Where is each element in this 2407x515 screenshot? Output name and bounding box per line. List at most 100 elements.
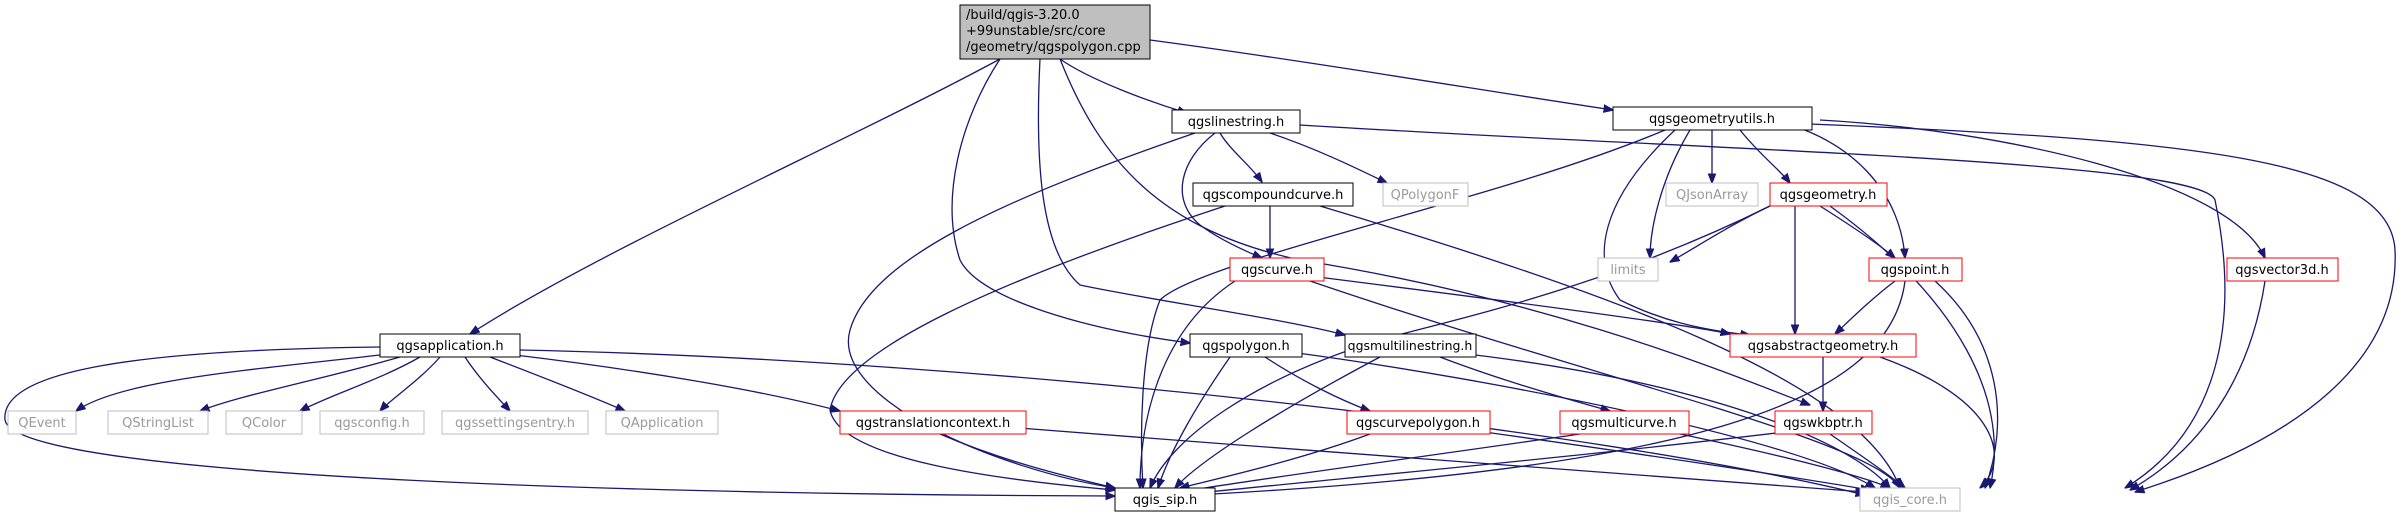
node-qgsgeometryutils[interactable]: qgsgeometryutils.h — [1612, 106, 1813, 131]
edge-root-application — [470, 58, 1001, 334]
svg-text:qgsgeometry.h: qgsgeometry.h — [1780, 188, 1877, 203]
svg-text:QEvent: QEvent — [18, 416, 65, 431]
edge-root-polygon — [951, 58, 1190, 343]
edge-root-linestring — [1059, 58, 1187, 113]
svg-text:qgspoint.h: qgspoint.h — [1881, 263, 1950, 278]
node-qcolor[interactable]: QColor — [225, 410, 303, 435]
node-qgsabstractgeometry[interactable]: qgsabstractgeometry.h — [1729, 333, 1917, 358]
edge-application-qevent — [76, 354, 381, 411]
node-qgsmulticurve[interactable]: qgsmulticurve.h — [1559, 410, 1690, 435]
svg-text:QApplication: QApplication — [621, 416, 704, 431]
node-qgsmultilinestring[interactable]: qgsmultilinestring.h — [1344, 333, 1477, 358]
dependency-edges — [4, 39, 2396, 496]
svg-text:qgscurvepolygon.h: qgscurvepolygon.h — [1356, 416, 1480, 431]
edge-root-geomutils — [1149, 39, 1613, 110]
edge-multiline-core — [1449, 351, 1890, 488]
svg-text:QStringList: QStringList — [122, 416, 194, 431]
edge-wkbptr-core — [1829, 433, 1905, 488]
node-qevent[interactable]: QEvent — [7, 410, 77, 435]
root-line-3: /geometry/qgspolygon.cpp — [966, 40, 1141, 55]
edge-multicurve-sip — [1180, 433, 1581, 492]
svg-text:qgscompoundcurve.h: qgscompoundcurve.h — [1203, 188, 1344, 203]
edge-linestring-qpolygonf — [1269, 132, 1387, 183]
node-qgswkbptr[interactable]: qgswkbptr.h — [1774, 410, 1873, 435]
svg-text:qgspolygon.h: qgspolygon.h — [1202, 339, 1290, 354]
edge-multiline-sip — [1175, 356, 1381, 488]
svg-text:qgswkbptr.h: qgswkbptr.h — [1783, 416, 1863, 431]
edge-geomutils-core — [1809, 123, 2396, 492]
svg-text:qgsmultilinestring.h: qgsmultilinestring.h — [1348, 338, 1473, 353]
node-qjsonarray[interactable]: QJsonArray — [1665, 182, 1759, 207]
edge-linestring-core — [1299, 124, 2226, 488]
edge-qgscurve-abstractgeom — [1309, 275, 1730, 334]
edge-translation-core — [979, 424, 1865, 492]
edge-geomutils-limits — [1650, 129, 1691, 258]
edge-geomutils-vector3d — [1819, 119, 2265, 258]
node-qpolygonf[interactable]: QPolygonF — [1382, 182, 1469, 207]
edge-application-qapplication — [489, 356, 625, 411]
edge-compound-core — [1319, 205, 1900, 488]
node-qgsconfig[interactable]: qgsconfig.h — [319, 410, 425, 435]
edge-application-qstringlist — [200, 356, 401, 411]
root-line-1: /build/qgis-3.20.0 — [966, 8, 1080, 23]
node-qgscurve[interactable]: qgscurve.h — [1229, 257, 1325, 282]
edge-compound-sip — [829, 205, 1226, 490]
svg-text:qgssettingsentry.h: qgssettingsentry.h — [455, 416, 575, 431]
svg-text:qgstranslationcontext.h: qgstranslationcontext.h — [856, 416, 1011, 431]
svg-text:QPolygonF: QPolygonF — [1391, 188, 1460, 203]
node-qgstranslationcontext[interactable]: qgstranslationcontext.h — [839, 410, 1027, 435]
node-qgspoint[interactable]: qgspoint.h — [1868, 257, 1963, 282]
node-qgscompoundcurve[interactable]: qgscompoundcurve.h — [1192, 182, 1354, 207]
node-qgsgeometry[interactable]: qgsgeometry.h — [1769, 182, 1888, 207]
svg-text:qgslinestring.h: qgslinestring.h — [1188, 115, 1284, 130]
node-qgsapplication[interactable]: qgsapplication.h — [379, 333, 521, 358]
node-qgssettingsentry[interactable]: qgssettingsentry.h — [441, 410, 589, 435]
svg-text:qgis_core.h: qgis_core.h — [1873, 493, 1947, 508]
edge-application-qcolor — [300, 356, 421, 411]
node-root-file[interactable]: /build/qgis-3.20.0 +99unstable/src/core … — [959, 4, 1151, 60]
node-qapplication[interactable]: QApplication — [605, 410, 719, 435]
edge-geomutils-abstractgeom — [1603, 129, 1750, 335]
svg-text:QColor: QColor — [242, 416, 287, 431]
edge-application-core — [519, 349, 1865, 495]
node-qstringlist[interactable]: QStringList — [107, 410, 209, 435]
edge-application-translation — [514, 354, 840, 411]
node-qgis-core[interactable]: qgis_core.h — [1859, 487, 1961, 512]
edge-qgscurve-sip — [1140, 280, 1236, 488]
edge-wkbptr-sip — [1180, 431, 1786, 495]
svg-text:qgsapplication.h: qgsapplication.h — [396, 339, 503, 354]
node-qgis-sip[interactable]: qgis_sip.h — [1114, 487, 1216, 512]
edge-polygon-sip — [1158, 356, 1231, 488]
edge-multiline-multicurve — [1439, 356, 1610, 411]
edge-root-wkbptr — [1059, 58, 1810, 405]
edge-polygon-curvepolygon — [1264, 356, 1370, 411]
edge-qgspoint-sip — [1175, 280, 1906, 496]
edge-translation-sip — [939, 433, 1115, 488]
edge-curvepolygon-sip — [1180, 433, 1371, 488]
edge-qgspoint-abstractgeom — [1835, 280, 1896, 334]
svg-text:qgscurve.h: qgscurve.h — [1241, 263, 1313, 278]
edge-application-sip — [4, 346, 1115, 496]
edge-application-qgsconfig — [380, 356, 441, 411]
node-qgslinestring[interactable]: qgslinestring.h — [1171, 109, 1301, 134]
edge-application-settings — [464, 356, 510, 411]
svg-text:qgsmulticurve.h: qgsmulticurve.h — [1571, 416, 1676, 431]
svg-text:qgis_sip.h: qgis_sip.h — [1133, 493, 1197, 508]
header-nodes: /build/qgis-3.20.0 +99unstable/src/core … — [7, 4, 2339, 512]
svg-text:qgsvector3d.h: qgsvector3d.h — [2235, 263, 2328, 278]
edge-vector3d-core — [2130, 280, 2266, 490]
node-qgscurvepolygon[interactable]: qgscurvepolygon.h — [1346, 410, 1491, 435]
edge-linestring-sip — [847, 132, 1196, 488]
svg-text:qgsgeometryutils.h: qgsgeometryutils.h — [1649, 112, 1775, 127]
svg-text:qgsabstractgeometry.h: qgsabstractgeometry.h — [1748, 339, 1898, 354]
edge-linestring-qgscurve — [1181, 132, 1262, 258]
node-qgsvector3d[interactable]: qgsvector3d.h — [2226, 257, 2339, 282]
node-limits[interactable]: limits — [1597, 257, 1659, 282]
node-qgspolygon[interactable]: qgspolygon.h — [1189, 333, 1303, 358]
edge-linestring-compound — [1219, 132, 1262, 182]
edge-qgscurve-core — [1309, 280, 1900, 488]
svg-text:QJsonArray: QJsonArray — [1676, 188, 1748, 203]
edge-geomutils-qgsgeometry — [1739, 129, 1790, 183]
edge-abstractgeom-core — [1879, 356, 1995, 488]
